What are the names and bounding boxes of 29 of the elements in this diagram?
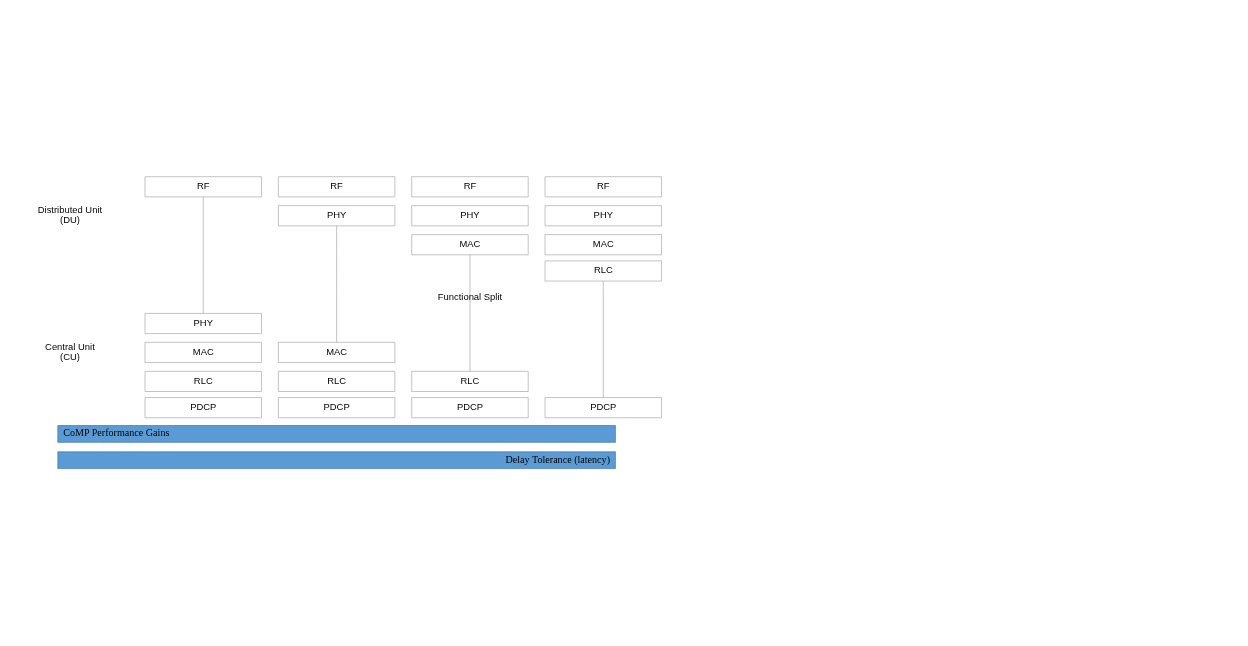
- label: Central Unit (CU): [45, 340, 95, 362]
- connector: [202, 196, 204, 314]
- node-box: MAC: [144, 341, 262, 363]
- node-box: PDCP: [411, 396, 529, 418]
- node-box: CoMP Performance Gains: [57, 424, 616, 443]
- node-box: RF: [544, 175, 662, 197]
- node-box: RLC: [411, 370, 529, 392]
- label: Functional Split: [437, 290, 503, 302]
- node-box: RLC: [544, 260, 662, 281]
- node-box: PDCP: [544, 396, 662, 418]
- connector: [336, 225, 337, 343]
- node-box: RLC: [278, 370, 396, 392]
- node-box: RF: [411, 175, 529, 197]
- node-box: RF: [144, 175, 262, 197]
- node-box: Delay Tolerance (latency): [57, 450, 616, 469]
- node-box: PHY: [544, 204, 662, 226]
- connector: [602, 280, 604, 398]
- label: Distributed Unit (DU): [37, 203, 103, 225]
- node-box: MAC: [411, 233, 529, 255]
- node-box: MAC: [278, 341, 396, 363]
- node-box: RF: [278, 175, 396, 197]
- node-box: PHY: [144, 312, 262, 334]
- node-box: PDCP: [278, 396, 396, 418]
- node-box: PDCP: [144, 396, 262, 418]
- node-box: MAC: [544, 233, 662, 255]
- connector: [469, 254, 471, 372]
- node-box: PHY: [278, 204, 396, 226]
- node-box: PHY: [411, 204, 529, 226]
- node-box: RLC: [144, 370, 262, 392]
